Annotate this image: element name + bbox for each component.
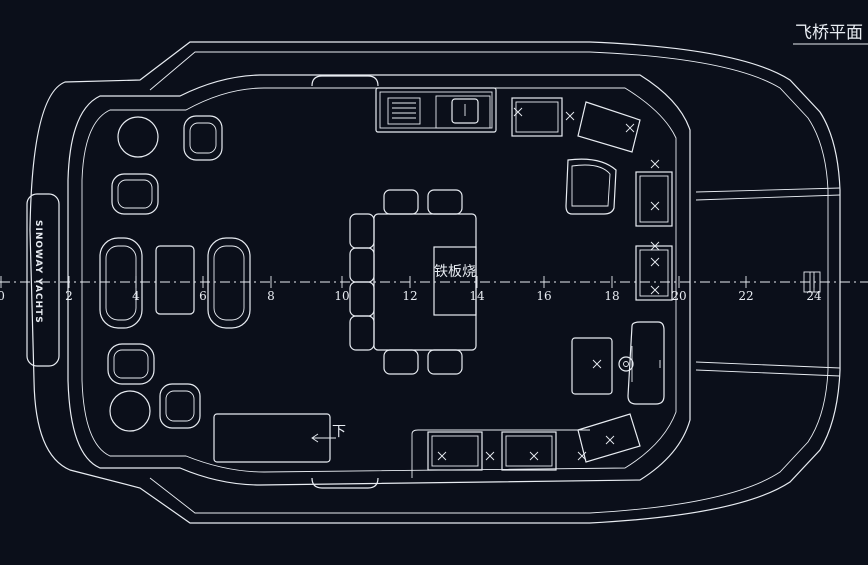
seat-x-mark [513, 107, 523, 117]
grill-bars [392, 102, 416, 119]
tick-label: 20 [671, 289, 686, 303]
sun-lounger-left [99, 237, 143, 329]
tick-label: 8 [267, 289, 275, 303]
brand-text: SINOWAY YACHTS [33, 220, 43, 324]
seat-cushion [501, 431, 557, 471]
axis-ticks [0, 276, 815, 288]
tick-label: 14 [469, 289, 485, 303]
sink-cabinet [435, 95, 491, 129]
dining-chair [349, 213, 375, 249]
hull-outline [29, 41, 841, 524]
stairs-arrow-head [311, 433, 319, 443]
helm-seat [571, 337, 613, 395]
side-table [155, 245, 195, 315]
seat-cushion [427, 431, 483, 471]
deck-outline [67, 74, 691, 486]
seat-cushion-angled [577, 101, 641, 153]
dining-chairs [349, 189, 463, 375]
dining-chair [427, 189, 463, 215]
seat-cushion-inner [505, 435, 553, 467]
seating-base [411, 429, 590, 435]
helm-chair [565, 158, 617, 215]
lounge-chair-seat [113, 349, 149, 379]
seat-x-mark [650, 201, 660, 211]
tick-label: 18 [604, 289, 619, 303]
seat-cushion [511, 97, 563, 137]
tick-label: 0 [0, 289, 5, 303]
top-hatch [311, 75, 379, 87]
dining-chair [349, 315, 375, 351]
bottom-hatch [311, 477, 379, 489]
sun-lounger-right [207, 237, 251, 329]
seat-x-mark [437, 451, 447, 461]
sink [451, 98, 479, 124]
drawing-title: 飞桥平面 [795, 23, 863, 43]
tick-label: 24 [806, 289, 822, 303]
seat-x-mark [485, 451, 495, 461]
aft-line-top-2 [695, 194, 841, 201]
lounge-chair [183, 115, 223, 161]
tick-label: 12 [402, 289, 417, 303]
galley-counter [375, 87, 497, 133]
lounge-chair [111, 173, 159, 215]
seat-cushion-inner [639, 175, 669, 223]
round-stool [117, 116, 159, 158]
tick-label: 6 [199, 289, 207, 303]
dining-chair [427, 349, 463, 375]
seat-cushion-inner [431, 435, 479, 467]
lounge-chair-seat [189, 122, 217, 154]
tick-label: 22 [738, 289, 753, 303]
stairs-label: 下 [332, 424, 346, 440]
steering-wheel-hub [623, 361, 629, 367]
axis-tick-labels: 0 2 4 6 8 10 12 14 16 18 20 22 24 [0, 289, 822, 303]
steering-wheel [618, 356, 634, 372]
sun-lounger-left-cushion [105, 245, 137, 321]
sun-lounger-right-cushion [213, 245, 245, 321]
round-stool [109, 390, 151, 432]
aft-line-top-1 [695, 187, 841, 193]
brand-plate [26, 193, 60, 367]
seat-x-mark [605, 435, 615, 445]
aft-seating-top [511, 97, 673, 301]
teppanyaki-grill [433, 246, 477, 316]
grill-unit [387, 97, 421, 125]
seat-x-mark [650, 159, 660, 169]
seat-x-mark [650, 285, 660, 295]
tick-label: 10 [334, 289, 349, 303]
dining-chair [383, 349, 419, 375]
tick-label: 16 [536, 289, 551, 303]
deck-inner-outline [81, 87, 677, 473]
seat-cushion [635, 245, 673, 301]
tick-label: 2 [65, 289, 73, 303]
forward-seating [99, 115, 251, 432]
seat-x-mark [565, 111, 575, 121]
aft-marker [803, 271, 821, 293]
aft-line-bottom-2 [695, 369, 841, 377]
seat-x-mark [650, 257, 660, 267]
seat-cushion-inner [639, 249, 669, 297]
lounge-chair-seat [117, 179, 153, 209]
aft-seating-bottom [411, 413, 641, 478]
seat-x-mark [529, 451, 539, 461]
aft-line-bottom-1 [695, 361, 841, 369]
seat-cushion-angled [577, 413, 641, 463]
seat-x-mark [592, 359, 602, 369]
seat-cushion [635, 171, 673, 227]
seat-cushion-inner [515, 101, 559, 133]
dining-chair [383, 189, 419, 215]
helm-chair-seat [571, 164, 611, 207]
helm-console [627, 321, 665, 405]
lounge-chair [107, 343, 155, 385]
teppanyaki-label: 铁板烧 [434, 264, 476, 280]
dining-chair [349, 281, 375, 317]
dining-chair [349, 247, 375, 283]
hull-inner-line [149, 51, 829, 514]
seat-x-mark [625, 123, 635, 133]
lounge-chair [159, 383, 201, 429]
lounge-chair-seat [165, 390, 195, 422]
